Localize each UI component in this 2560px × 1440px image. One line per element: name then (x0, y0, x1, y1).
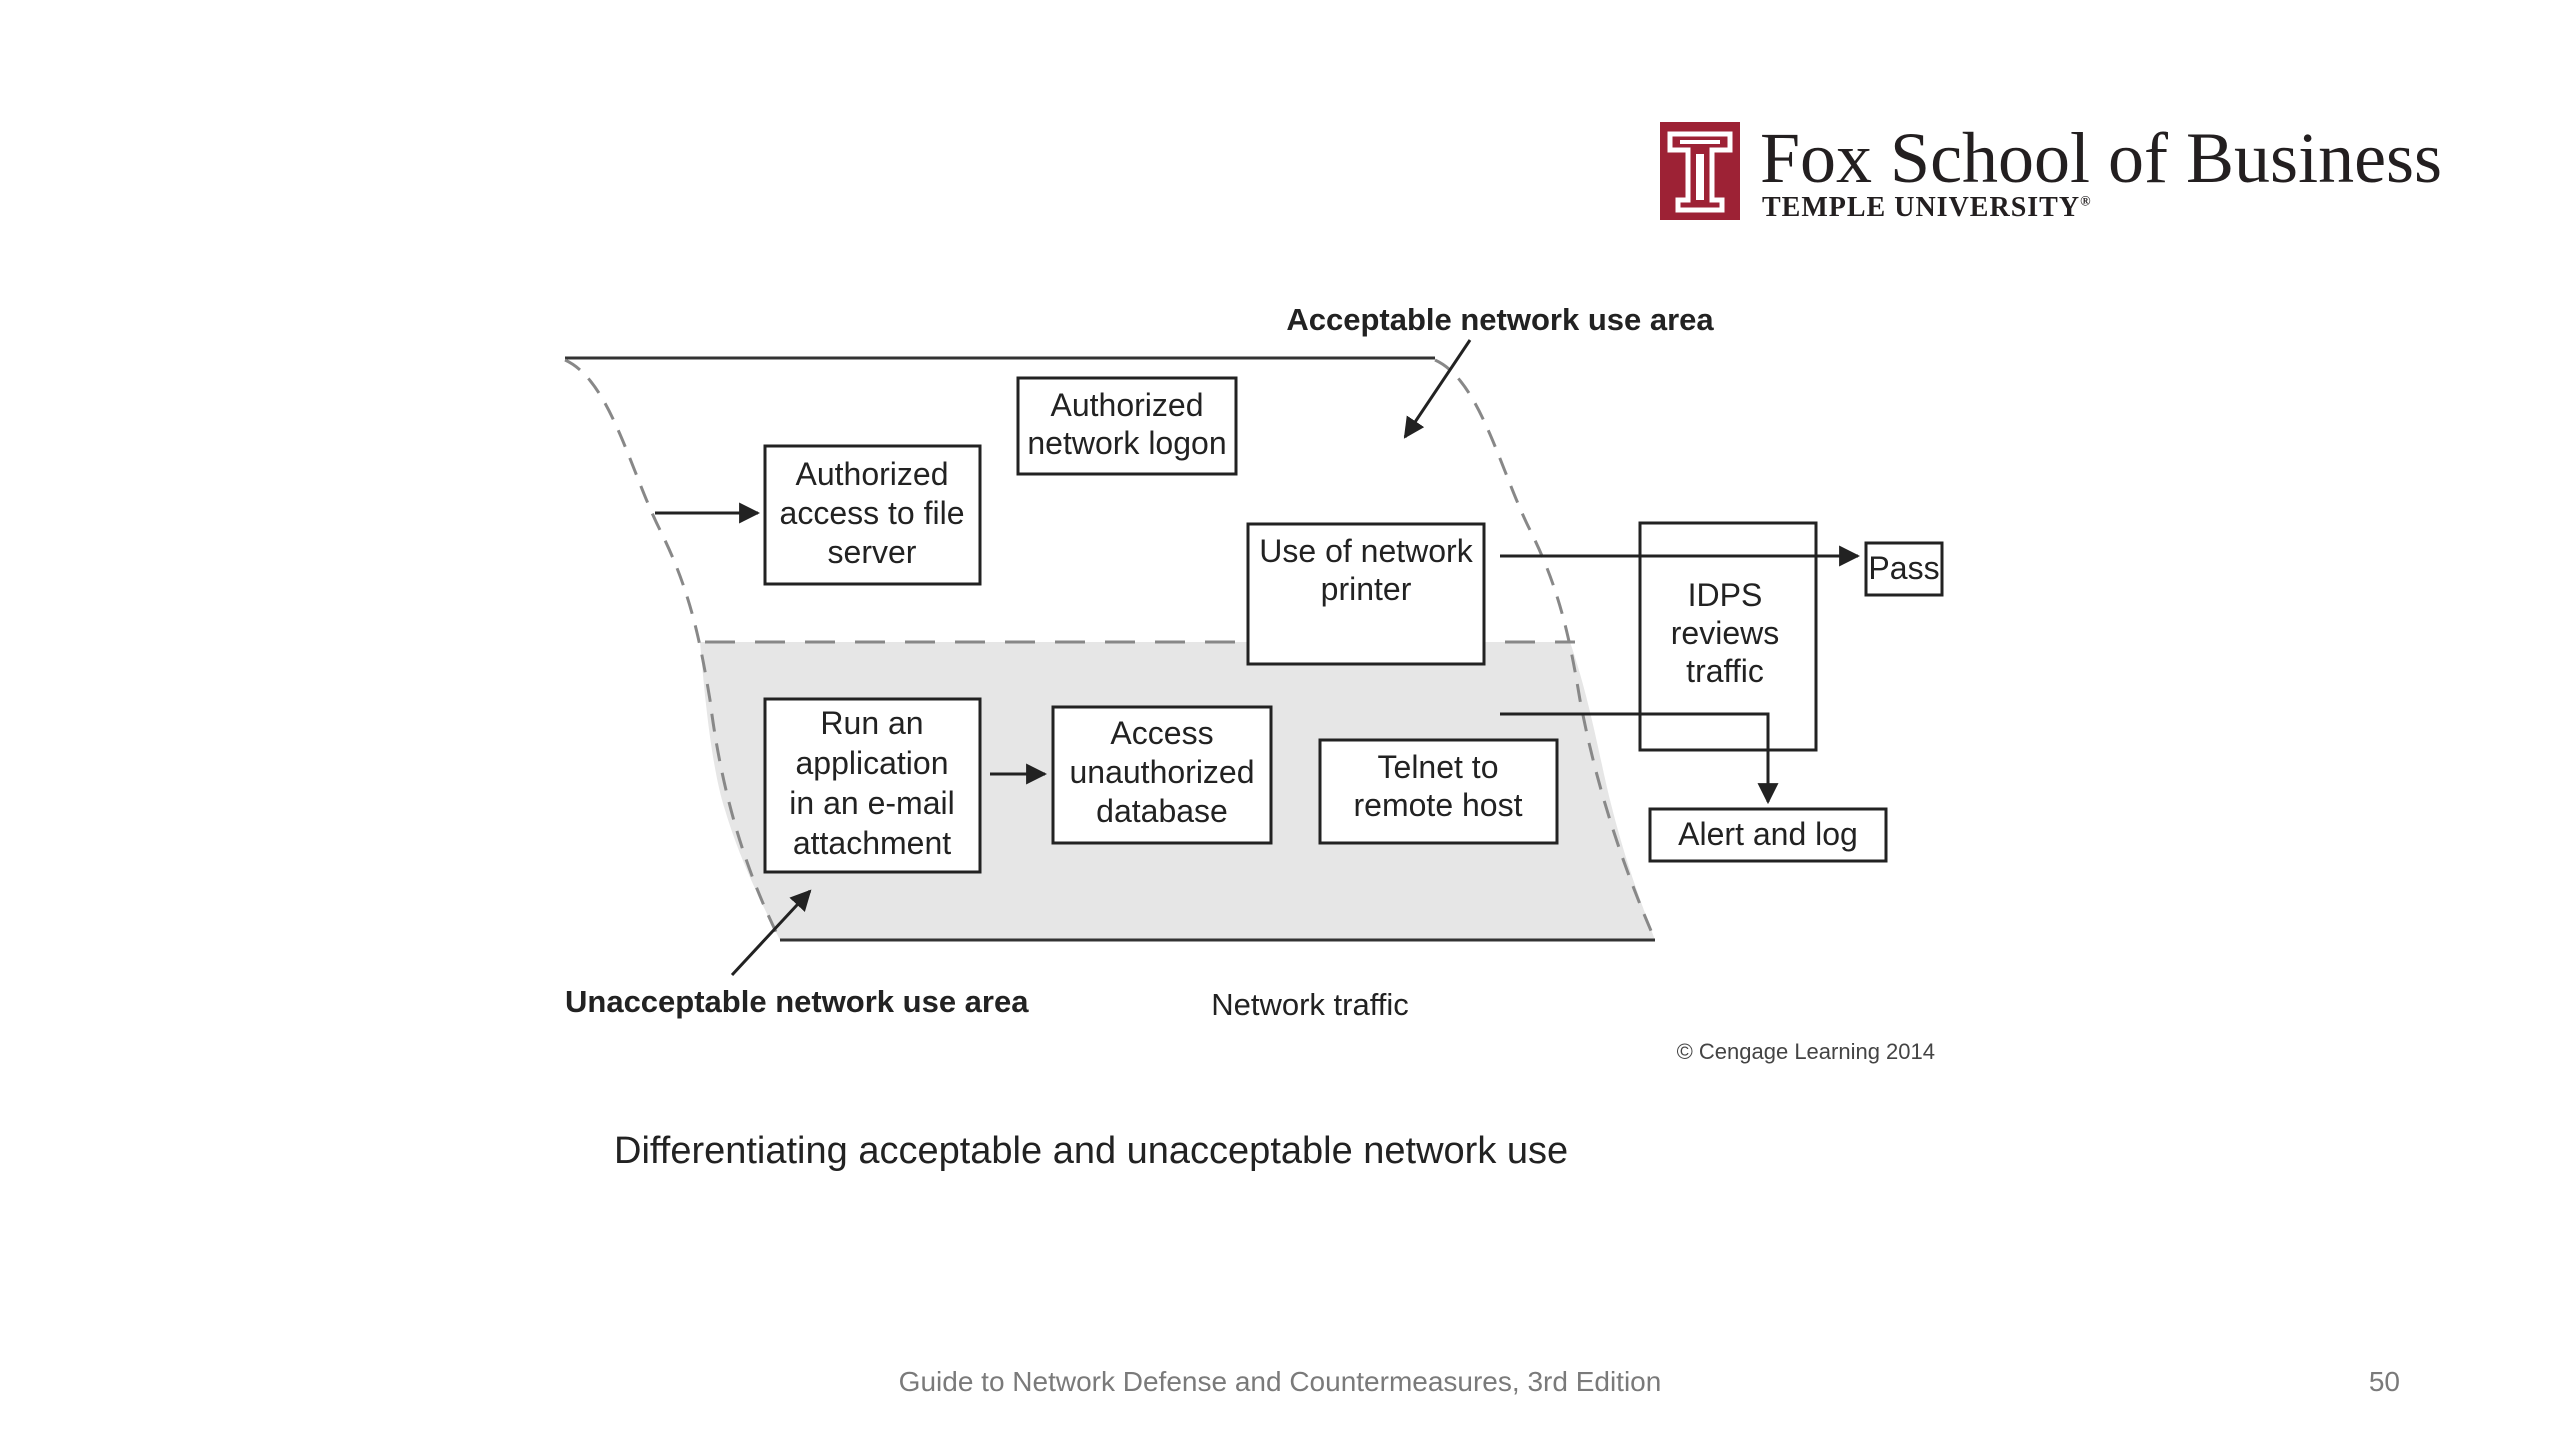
page-number: 50 (2368, 1366, 2400, 1397)
arrow-acceptable-pointer (1403, 339, 1472, 439)
box-authorized-file-line-2: access to file (780, 495, 965, 531)
arrow-to-alert-log (1500, 712, 1779, 805)
brand-subtitle: TEMPLE UNIVERSITY® (1762, 192, 2092, 224)
brand-subtitle-text: TEMPLE UNIVERSITY (1762, 192, 2081, 223)
box-network-printer: Use of network printer (1246, 522, 1486, 666)
box-run-app-line-4: attachment (793, 825, 951, 861)
brand-name: Fox School of Business (1760, 118, 2443, 198)
registered-mark: ® (2080, 194, 2092, 210)
network-traffic-label: Network traffic (1211, 987, 1409, 1022)
box-run-application: Run an application in an e-mail attachme… (763, 697, 982, 874)
acceptable-area-label: Acceptable network use area (1286, 302, 1714, 337)
box-authorized-file-access: Authorized access to file server (763, 444, 982, 586)
box-access-db-line-2: unauthorized (1069, 754, 1254, 790)
box-authorized-logon-line-1: Authorized (1051, 387, 1204, 423)
box-idps-line-3: traffic (1686, 653, 1764, 689)
figure-caption: Differentiating acceptable and unaccepta… (614, 1130, 1569, 1172)
slide-footer: Guide to Network Defense and Countermeas… (898, 1366, 1662, 1397)
unacceptable-area-label: Unacceptable network use area (565, 984, 1029, 1019)
box-telnet-line-1: Telnet to (1378, 749, 1499, 785)
fox-school-logo: Fox School of Business TEMPLE UNIVERSITY… (1660, 118, 2442, 228)
box-pass-label: Pass (1868, 550, 1939, 586)
box-idps-line-1: IDPS (1688, 577, 1763, 613)
box-run-app-line-3: in an e-mail (789, 785, 954, 821)
box-network-printer-line-1: Use of network (1259, 533, 1473, 569)
box-authorized-logon: Authorized network logon (1016, 376, 1238, 476)
box-alert-log-label: Alert and log (1678, 816, 1858, 852)
box-network-printer-line-2: printer (1321, 571, 1412, 607)
box-run-app-line-2: application (796, 745, 949, 781)
box-telnet-line-2: remote host (1354, 787, 1523, 823)
box-telnet: Telnet to remote host (1318, 738, 1559, 845)
box-authorized-file-line-3: server (828, 534, 917, 570)
box-authorized-logon-line-2: network logon (1027, 425, 1226, 461)
box-access-database: Access unauthorized database (1051, 705, 1273, 845)
box-run-app-line-1: Run an (820, 705, 923, 741)
box-idps-line-2: reviews (1671, 615, 1779, 651)
box-pass: Pass (1864, 541, 1944, 597)
box-idps: IDPS reviews traffic (1638, 521, 1818, 752)
box-authorized-file-line-1: Authorized (796, 456, 949, 492)
copyright-notice: © Cengage Learning 2014 (1677, 1039, 1935, 1064)
box-alert-log: Alert and log (1648, 807, 1888, 863)
box-access-db-line-3: database (1096, 793, 1228, 829)
temple-t-icon (1660, 122, 1740, 220)
box-access-db-line-1: Access (1110, 715, 1213, 751)
arrow-unacceptable-pointer (730, 889, 812, 977)
